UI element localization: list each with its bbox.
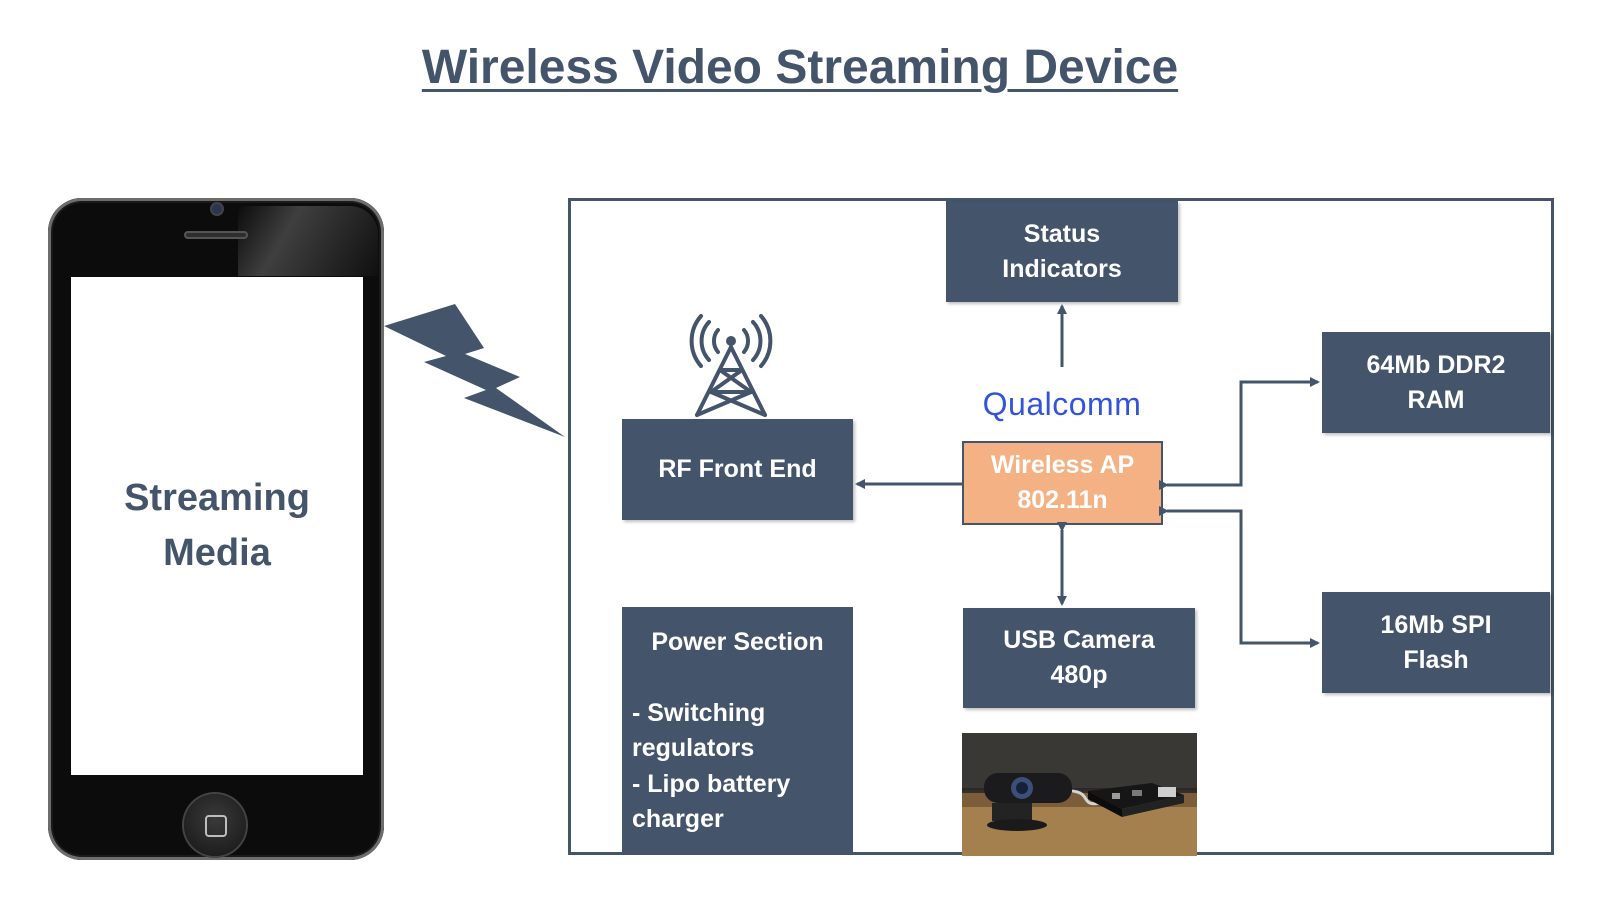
camera-line2: 480p bbox=[1050, 661, 1108, 689]
usb-camera-block: USB Camera 480p bbox=[963, 608, 1195, 708]
home-square-icon bbox=[205, 815, 227, 837]
home-button-icon bbox=[184, 794, 246, 856]
camera-line1: USB Camera bbox=[1003, 626, 1155, 654]
power-item2-line1: - Lipo battery bbox=[632, 769, 791, 798]
status-line1: Status bbox=[1023, 219, 1101, 248]
phone-speaker-icon bbox=[184, 231, 248, 239]
lightning-bolt-icon bbox=[384, 304, 565, 437]
power-item1-line2: regulators bbox=[632, 734, 755, 762]
page-title: Wireless Video Streaming Device bbox=[421, 41, 1179, 94]
wireless-ap-block: Wireless AP 802.11n bbox=[962, 441, 1163, 525]
rf-line1: RF Front End bbox=[658, 455, 817, 483]
flash-line1: 16Mb SPI bbox=[1380, 610, 1492, 639]
photo-illustration bbox=[962, 733, 1197, 856]
status-indicators-block: Status Indicators bbox=[946, 201, 1178, 302]
power-title: Power Section bbox=[651, 628, 824, 656]
phone-screen-label: Streaming Media bbox=[107, 471, 327, 581]
flash-line2: Flash bbox=[1403, 645, 1469, 674]
power-item1-line1: - Switching bbox=[632, 698, 766, 727]
rf-front-end-block: RF Front End bbox=[622, 419, 853, 520]
camera-board-photo bbox=[962, 733, 1197, 856]
phone-camera-icon bbox=[212, 204, 222, 214]
flash-block: 16Mb SPI Flash bbox=[1322, 592, 1550, 693]
wireless-ap-line1: Wireless AP bbox=[990, 451, 1135, 479]
status-line2: Indicators bbox=[1002, 254, 1122, 283]
smartphone: Streaming Media bbox=[48, 198, 384, 860]
power-section-block: Power Section - Switching regulators - L… bbox=[622, 607, 853, 855]
qualcomm-logo: Qualcomm bbox=[982, 386, 1142, 422]
antenna-tower-icon bbox=[689, 314, 773, 417]
phone-gloss bbox=[238, 206, 378, 276]
wireless-ap-line2: 802.11n bbox=[1017, 486, 1108, 514]
phone-screen: Streaming Media bbox=[71, 277, 363, 775]
ram-block: 64Mb DDR2 RAM bbox=[1322, 332, 1550, 433]
power-item2-line2: charger bbox=[632, 805, 724, 833]
ram-line1: 64Mb DDR2 bbox=[1366, 350, 1506, 379]
phone-screen-line2: Media bbox=[163, 532, 271, 574]
arrow-ap-to-ram bbox=[1159, 377, 1320, 490]
arrow-ap-to-flash bbox=[1159, 506, 1320, 648]
ram-line2: RAM bbox=[1407, 385, 1465, 414]
phone-screen-line1: Streaming bbox=[124, 477, 310, 519]
